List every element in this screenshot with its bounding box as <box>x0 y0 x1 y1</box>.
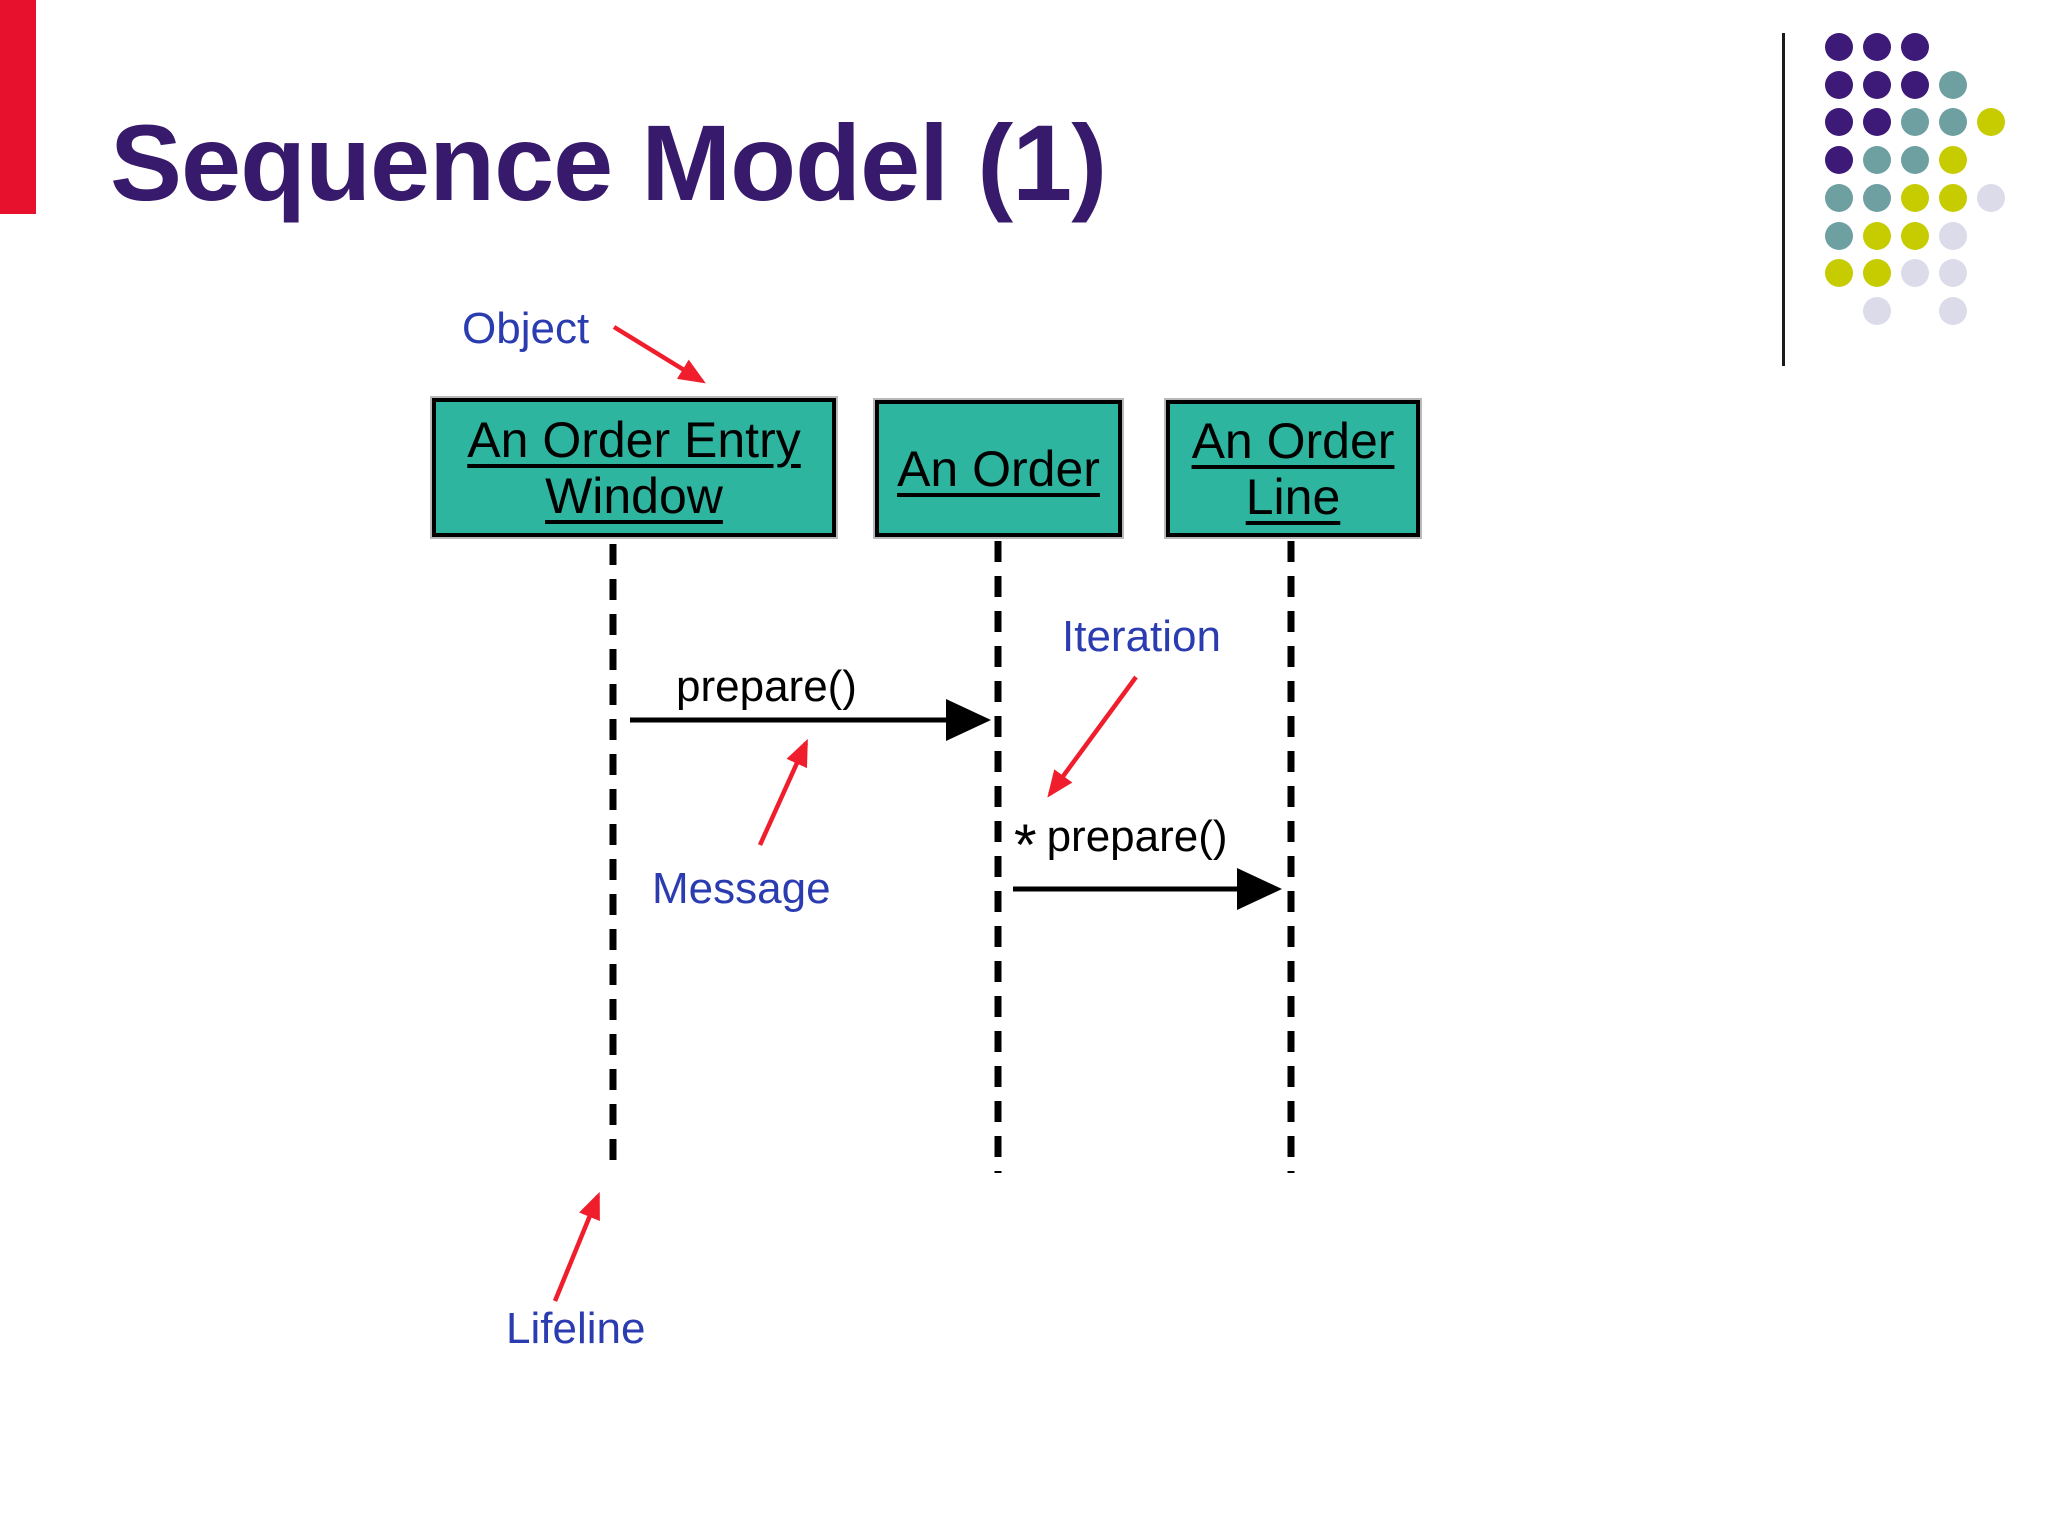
object-box-label: An Order Entry <box>467 411 801 468</box>
decor-dot <box>1901 221 1929 250</box>
decor-dot <box>1863 296 1891 325</box>
accent-bar <box>0 0 36 214</box>
message-label-star-prepare: *prepare() <box>1014 812 1228 879</box>
decor-dot <box>1901 108 1929 137</box>
message-text: prepare() <box>676 662 857 711</box>
decor-dot <box>1863 146 1891 175</box>
decor-divider-line <box>1782 33 1785 366</box>
decor-dot <box>1901 259 1929 288</box>
decor-dot <box>1939 183 1967 212</box>
decor-dot <box>1825 146 1853 175</box>
decor-dot <box>1825 33 1853 61</box>
decor-dot <box>1939 108 1967 137</box>
message-pointer-arrow <box>757 738 809 846</box>
decor-dot <box>1939 296 1967 325</box>
decor-dot <box>1977 108 2005 137</box>
annotation-lifeline: Lifeline <box>506 1304 646 1353</box>
decor-dot <box>1977 183 2005 212</box>
message-text: prepare() <box>1046 812 1228 861</box>
object-box-order: An Order <box>875 400 1122 537</box>
decor-dot <box>1863 33 1891 61</box>
object-box-order-entry-window: An Order Entry Window <box>432 398 836 537</box>
annotation-object: Object <box>462 304 590 353</box>
object-box-order-line: An Order Line <box>1166 400 1420 537</box>
decor-dot <box>1901 146 1929 175</box>
decor-dot <box>1901 70 1929 99</box>
object-box-label: An Order <box>897 440 1100 497</box>
decor-dot <box>1863 70 1891 99</box>
annotation-iteration: Iteration <box>1062 612 1221 661</box>
object-box-label: Window <box>545 467 723 524</box>
decor-dot <box>1825 108 1853 137</box>
iteration-pointer-arrow <box>1047 675 1138 798</box>
object-box-label: An Order <box>1191 412 1395 469</box>
decor-dot <box>1825 259 1853 288</box>
annotation-message: Message <box>652 864 831 913</box>
decor-dot <box>1939 70 1967 99</box>
decor-dot <box>1825 70 1853 99</box>
message-label-prepare: prepare() <box>676 662 857 712</box>
decor-dot <box>1863 183 1891 212</box>
message-arrow-1-head <box>946 699 991 741</box>
decor-dot <box>1901 33 1929 61</box>
decor-dot <box>1939 259 1967 288</box>
decor-dot <box>1825 183 1853 212</box>
decor-dot <box>1939 146 1967 175</box>
page-title: Sequence Model (1) <box>110 102 1107 223</box>
decor-dot <box>1863 108 1891 137</box>
iteration-marker: * <box>1014 813 1037 878</box>
decor-dot <box>1901 183 1929 212</box>
decor-dot <box>1939 221 1967 250</box>
object-pointer-arrow <box>612 325 706 384</box>
lifeline-pointer-arrow <box>552 1191 601 1302</box>
decor-dot <box>1863 259 1891 288</box>
message-arrow-2-head <box>1237 868 1282 910</box>
decor-dot <box>1863 221 1891 250</box>
object-box-label: Line <box>1245 468 1341 525</box>
decor-dot <box>1825 221 1853 250</box>
